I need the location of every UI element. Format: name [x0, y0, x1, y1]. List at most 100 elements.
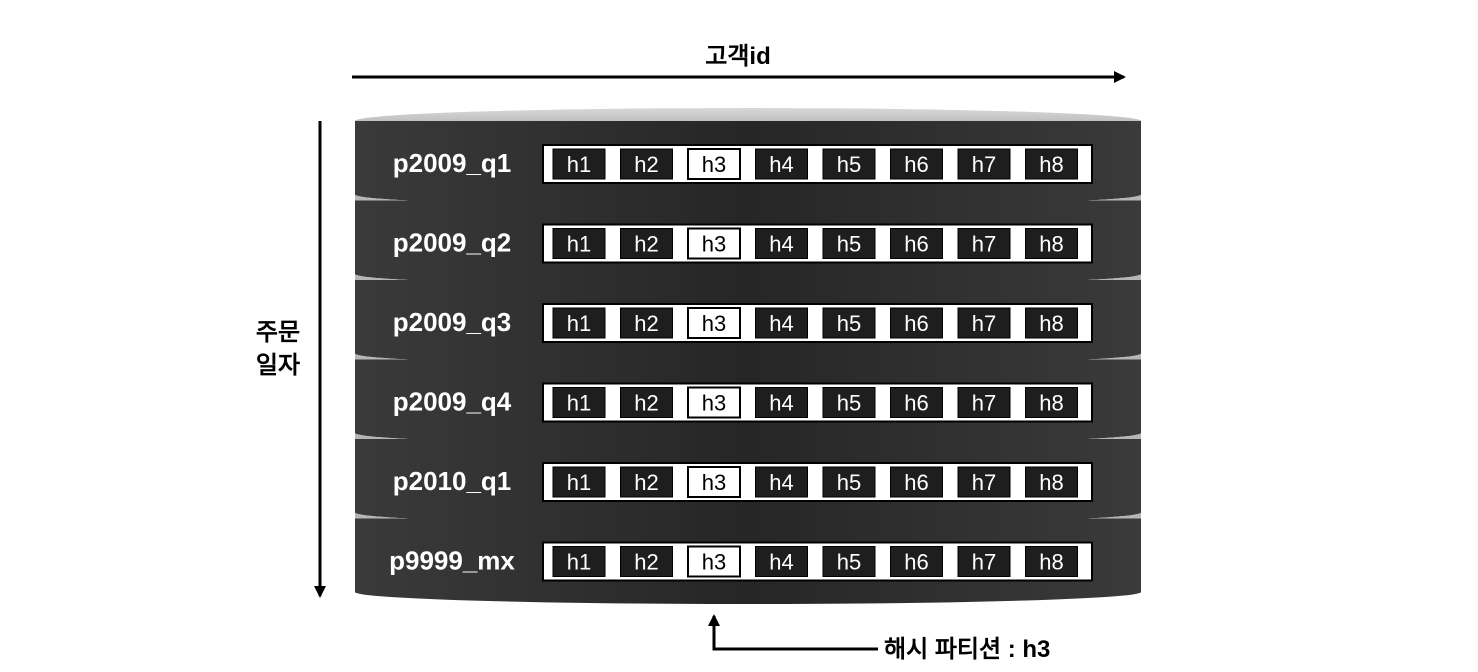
- hash-subpartition: [552, 228, 606, 259]
- hash-subpartition: [890, 148, 943, 180]
- hash-subpartition-label: h1: [567, 550, 591, 575]
- hash-subpartition-label: h4: [769, 391, 793, 416]
- hash-subpartition: [620, 228, 673, 259]
- hash-subpartition-label: h6: [904, 232, 928, 257]
- hash-subpartition-label: h8: [1039, 550, 1063, 575]
- hash-subpartition-label: h5: [837, 391, 861, 416]
- hash-subpartition-label: h4: [769, 311, 793, 336]
- y-axis-label-line2: 일자: [256, 352, 300, 379]
- hash-subpartition: [620, 148, 673, 180]
- hash-subpartition-label: h5: [837, 470, 861, 495]
- hash-subpartition-label: h1: [567, 470, 591, 495]
- hash-subpartition-label: h5: [837, 152, 861, 177]
- hash-subpartition-label: h4: [769, 232, 793, 257]
- x-axis-label: 고객id: [705, 43, 771, 70]
- hash-subpartition-label: h8: [1039, 391, 1063, 416]
- hash-subpartition: [755, 307, 808, 339]
- hash-subpartition: [1025, 307, 1078, 339]
- hash-subpartition-label: h1: [567, 311, 591, 336]
- hash-subpartition: [890, 466, 943, 498]
- hash-subpartition-highlighted: [687, 227, 741, 260]
- hash-subpartition-label: h8: [1039, 232, 1063, 257]
- hash-subpartition: [1025, 387, 1078, 418]
- hash-subpartition-label: h2: [634, 311, 658, 336]
- hash-subpartition: [552, 307, 606, 339]
- hash-subpartition-highlighted: [687, 307, 741, 339]
- hash-subpartition: [755, 466, 808, 498]
- hash-subpartition-label: h4: [769, 470, 793, 495]
- hash-subpartition: [822, 466, 876, 498]
- hash-subpartition-label: h2: [634, 470, 658, 495]
- range-partition-label: p2009_q4: [393, 387, 512, 417]
- hash-subpartition-label: h2: [634, 152, 658, 177]
- hash-subpartition: [1025, 228, 1078, 259]
- hash-subpartition: [822, 307, 876, 339]
- hash-subpartition: [890, 387, 943, 418]
- hash-subpartition: [620, 466, 673, 498]
- hash-subpartition: [957, 387, 1011, 418]
- hash-subpartition-label: h7: [972, 470, 996, 495]
- hash-subpartition: [822, 228, 876, 259]
- hash-subpartition-label: h3: [702, 232, 726, 257]
- hash-subpartition-label: h5: [837, 232, 861, 257]
- hash-subpartition: [890, 307, 943, 339]
- range-partition-label: p9999_mx: [389, 546, 515, 576]
- hash-subpartition: [552, 546, 606, 577]
- hash-subpartition: [957, 148, 1011, 180]
- hash-subpartition: [1025, 148, 1078, 180]
- hash-subpartition-label: h4: [769, 152, 793, 177]
- range-partitions: p2009_q1 h1 h2 h3 h4 h5 h6 h7 h8 p2009_q2 h1 h2 h3 h4…: [355, 121, 1141, 604]
- hash-subpartition: [755, 228, 808, 259]
- callout-arrow: [708, 614, 878, 651]
- hash-subpartition: [957, 466, 1011, 498]
- hash-subpartition-label: h1: [567, 232, 591, 257]
- hash-subpartition: [620, 307, 673, 339]
- hash-subpartition-label: h4: [769, 550, 793, 575]
- hash-subpartition: [552, 148, 606, 180]
- range-partition-label: p2009_q2: [393, 228, 512, 258]
- hash-subpartition-highlighted: [687, 545, 741, 578]
- hash-subpartition: [1025, 466, 1078, 498]
- hash-subpartition-label: h3: [702, 470, 726, 495]
- hash-subpartition-label: h3: [702, 152, 726, 177]
- hash-subpartition-label: h7: [972, 391, 996, 416]
- hash-subpartition: [822, 546, 876, 577]
- hash-subpartition: [1025, 546, 1078, 577]
- hash-subpartition-label: h3: [702, 311, 726, 336]
- hash-subpartition-label: h8: [1039, 470, 1063, 495]
- hash-subpartition: [620, 387, 673, 418]
- hash-subpartition-label: h7: [972, 550, 996, 575]
- hash-subpartition: [755, 546, 808, 577]
- y-axis-label-line1: 주문: [256, 319, 300, 346]
- range-partition-label: p2009_q3: [393, 307, 512, 337]
- hash-subpartition: [957, 228, 1011, 259]
- hash-subpartition: [620, 546, 673, 577]
- range-partition-label: p2009_q1: [393, 148, 512, 178]
- hash-subpartition-label: h1: [567, 391, 591, 416]
- hash-subpartition-label: h3: [702, 391, 726, 416]
- hash-subpartition: [822, 148, 876, 180]
- hash-subpartition-highlighted: [687, 148, 741, 180]
- hash-subpartition-label: h8: [1039, 311, 1063, 336]
- hash-subpartition: [822, 387, 876, 418]
- hash-subpartition: [755, 387, 808, 418]
- hash-subpartition-label: h3: [702, 550, 726, 575]
- hash-subpartition: [890, 546, 943, 577]
- hash-subpartition: [890, 228, 943, 259]
- range-partition-label: p2010_q1: [393, 466, 512, 496]
- hash-subpartition-label: h6: [904, 391, 928, 416]
- hash-subpartition-label: h6: [904, 311, 928, 336]
- hash-subpartition-label: h2: [634, 391, 658, 416]
- hash-subpartition-highlighted: [687, 386, 741, 419]
- hash-subpartition-label: h7: [972, 152, 996, 177]
- hash-subpartition: [552, 466, 606, 498]
- callout-label: 해시 파티션 : h3: [884, 636, 1050, 663]
- hash-subpartition-label: h2: [634, 550, 658, 575]
- hash-subpartition-label: h6: [904, 550, 928, 575]
- range-partition: p2009_q4 h1 h2 h3 h4 h5 h6 h7 h8: [355, 359, 1141, 453]
